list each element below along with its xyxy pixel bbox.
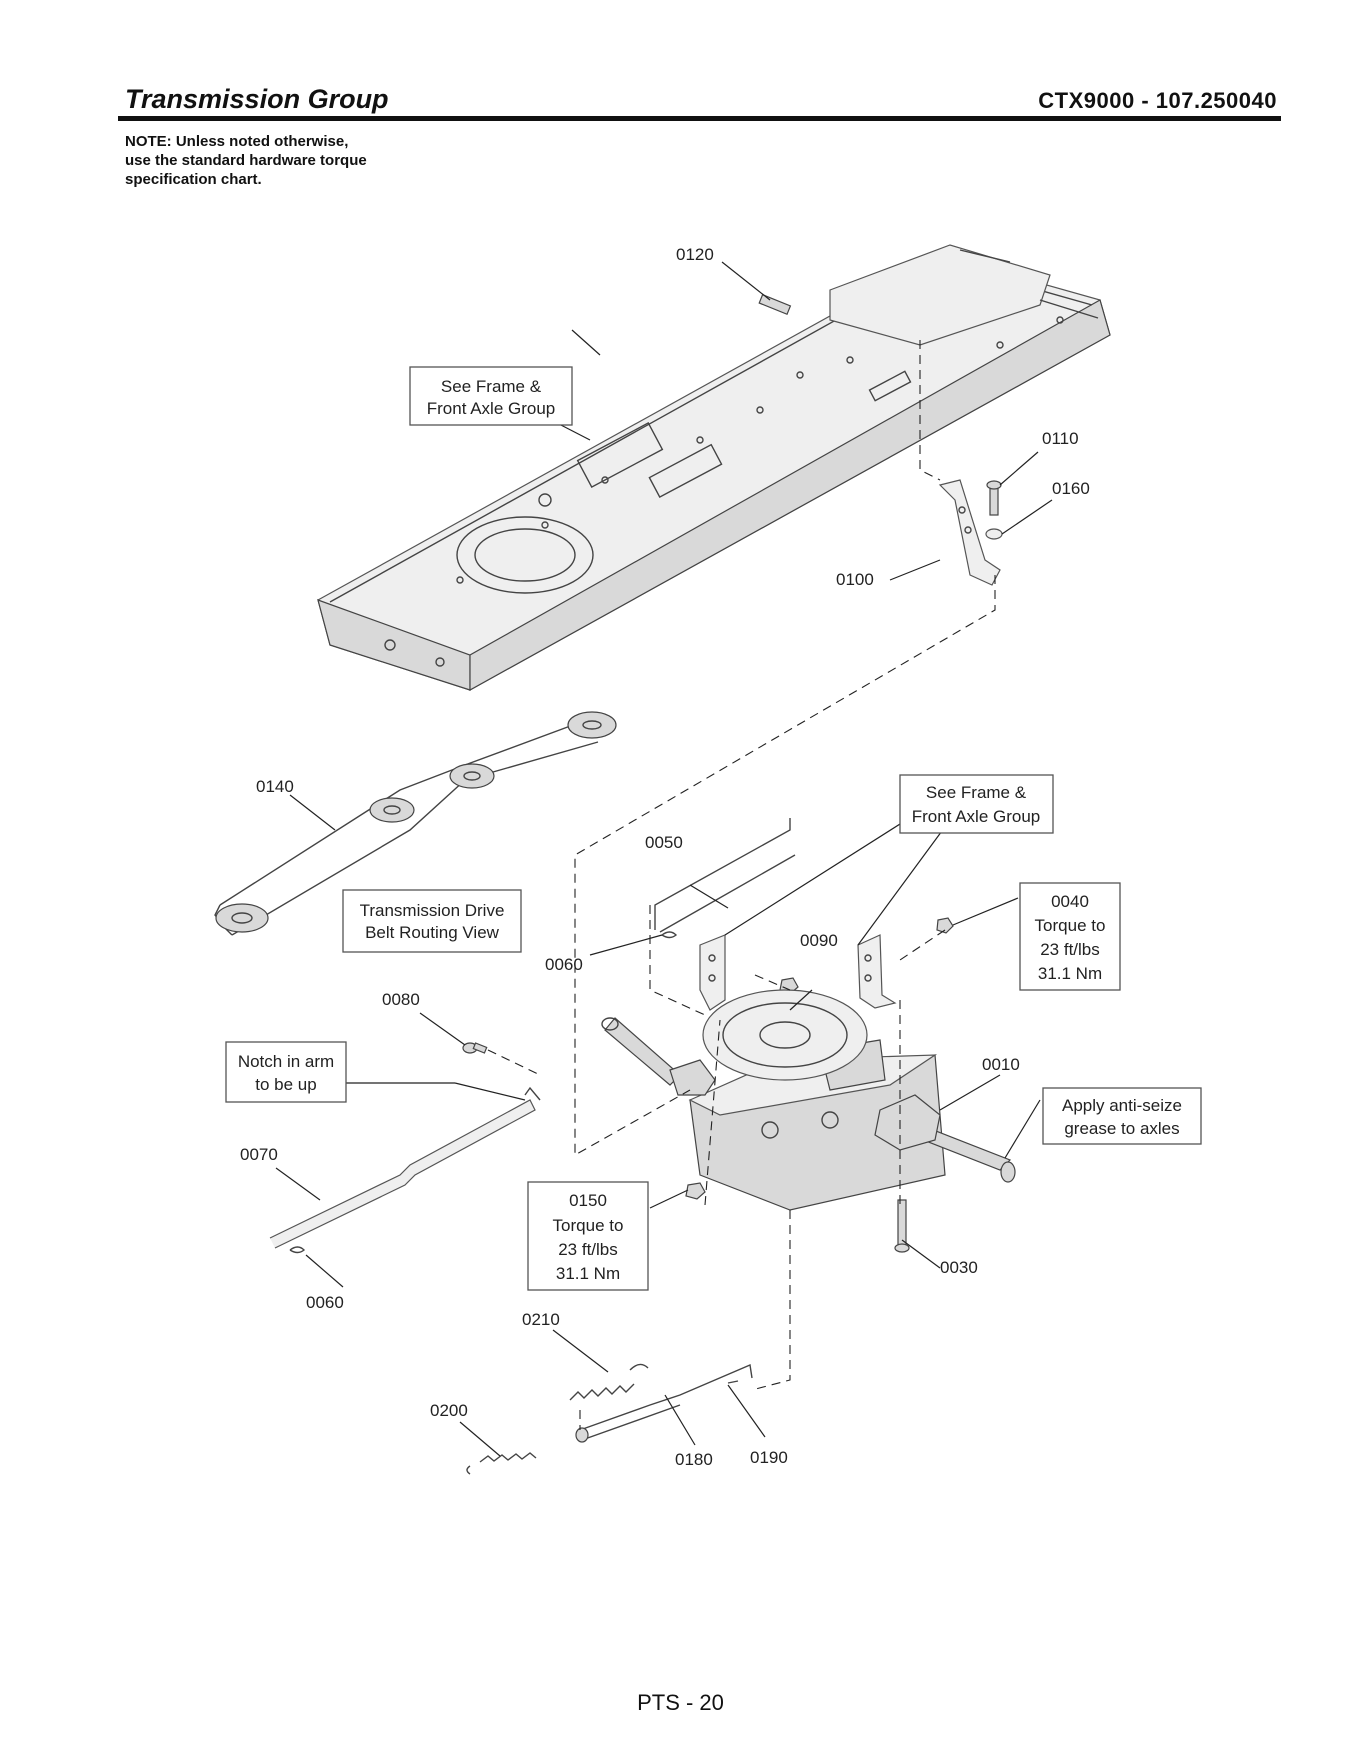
box-notch-line1: Notch in arm (238, 1052, 334, 1071)
nut-0040 (936, 917, 954, 934)
clip-0060-upper (661, 931, 678, 939)
callout-0060-upper: 0060 (545, 955, 583, 974)
note-line-3: specification chart. (125, 171, 262, 188)
note-line-2: use the standard hardware torque (125, 152, 367, 169)
drive-belt-0140 (214, 711, 617, 936)
callout-0110: 0110 (1042, 429, 1079, 448)
mount-bracket-right (857, 934, 897, 1009)
box-see-frame-top: See Frame & Front Axle Group (409, 366, 573, 426)
callout-0120: 0120 (676, 245, 714, 264)
callout-0050: 0050 (645, 833, 683, 852)
box-belt-routing-line1: Transmission Drive (360, 901, 505, 920)
bolt-0030 (894, 1199, 910, 1253)
assembly-lines (487, 340, 996, 1430)
mount-bracket-left (699, 934, 726, 1011)
box-torque-0150-line3: 23 ft/lbs (558, 1240, 618, 1259)
bolt-0110 (986, 480, 1002, 516)
arm-0070 (269, 1086, 541, 1249)
box-torque-0040-line2: Torque to (1035, 916, 1106, 935)
box-see-frame-top-line1: See Frame & (441, 377, 542, 396)
box-torque-0040-line4: 31.1 Nm (1038, 964, 1102, 983)
box-see-frame-right-line1: See Frame & (926, 783, 1027, 802)
callout-0070: 0070 (240, 1145, 278, 1164)
clip-0060-lower (289, 1246, 306, 1254)
box-torque-0040: 0040 Torque to 23 ft/lbs 31.1 Nm (1019, 882, 1121, 991)
box-torque-0150-line2: Torque to (553, 1216, 624, 1235)
spring-0210 (569, 1363, 649, 1401)
nut-0150 (685, 1182, 706, 1200)
callout-0060-lower: 0060 (306, 1293, 344, 1312)
box-anti-seize: Apply anti-seize grease to axles (1042, 1087, 1202, 1145)
box-torque-0150-line4: 31.1 Nm (556, 1264, 620, 1283)
page-number: PTS - 20 (637, 1690, 724, 1715)
callout-0200: 0200 (430, 1401, 468, 1420)
callout-0140: 0140 (256, 777, 294, 796)
clip-0190 (727, 1380, 739, 1384)
callout-0160: 0160 (1052, 479, 1090, 498)
box-notch: Notch in arm to be up (225, 1041, 347, 1103)
box-anti-seize-line2: grease to axles (1064, 1119, 1179, 1138)
callout-0100: 0100 (836, 570, 874, 589)
torque-note: NOTE: Unless noted otherwise, use the st… (125, 132, 445, 189)
callout-0190: 0190 (750, 1448, 788, 1467)
callout-0030: 0030 (940, 1258, 978, 1277)
model-number: CTX9000 - 107.250040 (1038, 88, 1277, 113)
box-torque-0150: 0150 Torque to 23 ft/lbs 31.1 Nm (527, 1181, 649, 1291)
bracket-0100 (938, 479, 1001, 586)
rod-0050 (654, 818, 796, 933)
transaxle-0010 (601, 989, 1016, 1211)
box-anti-seize-line1: Apply anti-seize (1062, 1096, 1182, 1115)
note-line-1: NOTE: Unless noted otherwise, (125, 133, 349, 150)
callout-0090: 0090 (800, 931, 838, 950)
box-see-frame-right: See Frame & Front Axle Group (899, 774, 1054, 834)
callout-0010: 0010 (982, 1055, 1020, 1074)
box-notch-line2: to be up (255, 1075, 316, 1094)
box-torque-0150-line1: 0150 (569, 1191, 607, 1210)
frame-assembly (317, 244, 1111, 692)
washer-0160 (985, 528, 1003, 540)
bolt-0080 (462, 1042, 488, 1054)
spring-0200 (466, 1452, 537, 1475)
callout-0180: 0180 (675, 1450, 713, 1469)
page-title: Transmission Group (125, 84, 389, 114)
callout-0080: 0080 (382, 990, 420, 1009)
box-see-frame-top-line2: Front Axle Group (427, 399, 556, 418)
box-belt-routing: Transmission Drive Belt Routing View (342, 889, 522, 953)
leader-lines (275, 261, 1053, 1457)
box-belt-routing-line2: Belt Routing View (365, 923, 500, 942)
box-torque-0040-line3: 23 ft/lbs (1040, 940, 1100, 959)
box-torque-0040-line1: 0040 (1051, 892, 1089, 911)
rod-0180 (575, 1364, 753, 1443)
callout-0210: 0210 (522, 1310, 560, 1329)
header-rule (118, 116, 1281, 121)
bolt-0120 (758, 293, 792, 316)
box-see-frame-right-line2: Front Axle Group (912, 807, 1041, 826)
